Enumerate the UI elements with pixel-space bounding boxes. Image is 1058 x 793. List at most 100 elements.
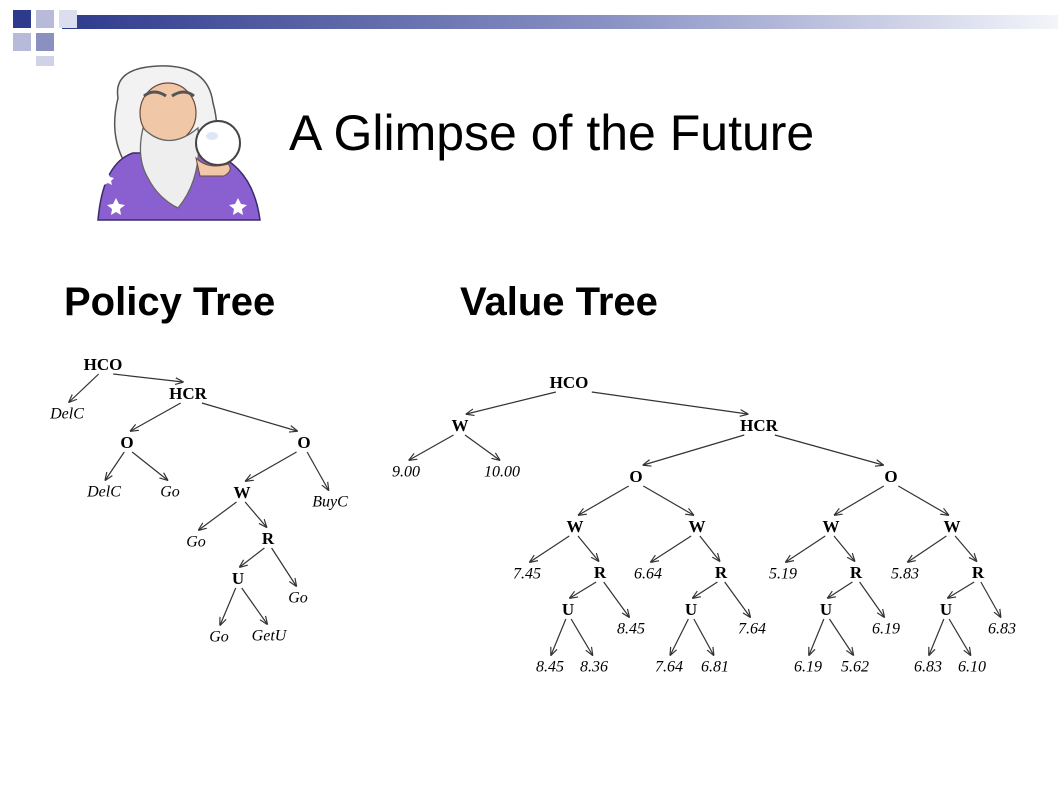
value-node-label: U: [940, 600, 952, 619]
policy-tree-title: Policy Tree: [64, 280, 276, 324]
value-edge: [530, 535, 570, 562]
page-title: A Glimpse of the Future: [289, 105, 815, 161]
policy-node-label: HCO: [84, 355, 123, 374]
value-node-label: O: [629, 467, 642, 486]
policy-leaf-label: DelC: [86, 484, 121, 501]
deco-square: [13, 10, 31, 28]
value-node-label: W: [944, 517, 961, 536]
policy-leaf-label: Go: [288, 590, 308, 607]
header-decoration: [13, 10, 1058, 66]
policy-edge: [199, 501, 237, 530]
wizard-image: [97, 65, 261, 221]
value-leaf-label: 7.64: [738, 621, 766, 638]
policy-edge: [306, 451, 328, 490]
value-edge: [774, 434, 883, 465]
value-edge: [651, 535, 692, 562]
policy-edge: [244, 501, 266, 527]
value-edge: [828, 581, 853, 598]
value-edge: [929, 618, 945, 655]
value-edge: [859, 581, 885, 617]
value-edge: [786, 535, 826, 562]
value-leaf-label: 6.10: [958, 659, 986, 676]
value-edge: [724, 581, 750, 617]
policy-leaf-label: Go: [160, 484, 180, 501]
deco-square: [36, 56, 54, 66]
policy-leaf-label: Go: [209, 629, 229, 646]
value-leaf-label: 5.83: [891, 566, 919, 583]
value-edge: [980, 581, 1001, 617]
policy-edge: [69, 373, 100, 402]
value-leaf-label: 6.83: [914, 659, 942, 676]
value-edge: [409, 434, 454, 460]
value-edge: [835, 485, 885, 515]
value-edge: [591, 391, 748, 414]
value-edge: [570, 581, 597, 598]
policy-edge: [105, 451, 125, 480]
policy-node-label: HCR: [169, 384, 208, 403]
policy-node-label: O: [297, 433, 310, 452]
value-edge: [570, 618, 592, 655]
value-leaf-label: 9.00: [392, 464, 420, 481]
policy-edge: [113, 373, 183, 382]
value-edge: [643, 485, 693, 515]
policy-edge: [241, 587, 267, 624]
policy-node-label: W: [234, 483, 251, 502]
value-leaf-label: 8.45: [536, 659, 564, 676]
value-edge: [948, 581, 975, 598]
policy-node-label: O: [120, 433, 133, 452]
value-edge: [670, 618, 689, 655]
value-edge: [699, 535, 720, 561]
policy-edge: [220, 587, 237, 625]
value-leaf-label: 6.19: [794, 659, 822, 676]
value-node-label: O: [884, 467, 897, 486]
value-edge: [693, 581, 718, 598]
value-leaf-label: 7.64: [655, 659, 683, 676]
policy-leaf-label: GetU: [252, 628, 288, 645]
value-edge: [577, 535, 599, 561]
value-leaf-label: 6.64: [634, 566, 662, 583]
value-edge: [467, 391, 557, 414]
value-leaf-label: 8.36: [580, 659, 608, 676]
value-node-label: U: [562, 600, 574, 619]
value-edge: [954, 535, 976, 561]
value-edge: [898, 485, 948, 515]
deco-square: [13, 33, 31, 51]
policy-edge: [131, 451, 167, 480]
value-edge: [828, 618, 853, 655]
policy-node-label: R: [262, 529, 275, 548]
value-node-label: R: [594, 563, 607, 582]
header-bar: [62, 15, 1058, 29]
value-tree-title: Value Tree: [460, 280, 658, 324]
value-edge: [693, 618, 714, 655]
value-leaf-label: 5.19: [769, 566, 797, 583]
value-node-label: W: [823, 517, 840, 536]
value-node-label: W: [452, 416, 469, 435]
value-edge: [464, 434, 499, 460]
deco-square: [36, 33, 54, 51]
value-edge: [908, 535, 947, 562]
deco-square: [59, 10, 77, 28]
value-node-label: HCR: [740, 416, 779, 435]
value-node-label: R: [850, 563, 863, 582]
value-edge: [579, 485, 629, 515]
value-edge: [833, 535, 855, 561]
value-node-label: W: [567, 517, 584, 536]
policy-edge: [131, 402, 181, 431]
value-node-label: U: [685, 600, 697, 619]
value-leaf-label: 7.45: [513, 566, 541, 583]
value-leaf-label: 5.62: [841, 659, 869, 676]
value-leaf-label: 6.81: [701, 659, 729, 676]
deco-square: [36, 10, 54, 28]
value-edge: [551, 618, 567, 655]
value-node-label: R: [715, 563, 728, 582]
policy-edge: [201, 402, 297, 431]
policy-leaf-label: BuyC: [312, 494, 348, 511]
policy-edge: [271, 547, 297, 586]
policy-edge: [240, 547, 265, 567]
value-edge: [948, 618, 970, 655]
value-leaf-label: 6.19: [872, 621, 900, 638]
value-node-label: W: [689, 517, 706, 536]
value-edge: [643, 434, 745, 465]
value-node-label: HCO: [550, 373, 589, 392]
